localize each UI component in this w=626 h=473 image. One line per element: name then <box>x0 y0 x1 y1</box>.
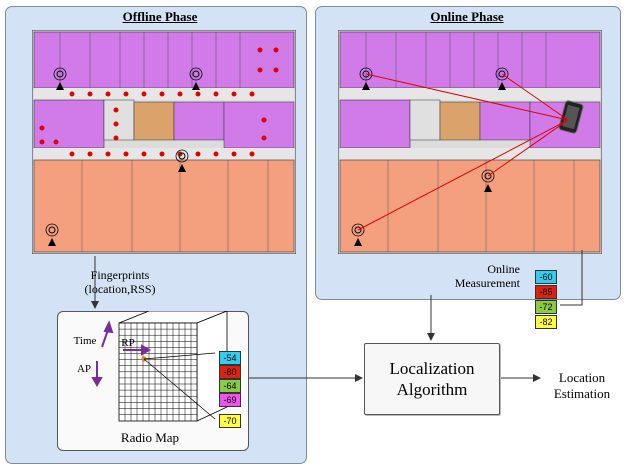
online-rss-cell: -82 <box>535 315 557 329</box>
offline-rss-cell: -70 <box>219 414 241 428</box>
online-measurement-label: Online Measurement <box>440 262 520 290</box>
online-rss-cell: -72 <box>535 300 557 314</box>
online-floorplan <box>338 30 602 254</box>
offline-rss-cell: -69 <box>219 393 241 407</box>
offline-rss-cell: -54 <box>219 351 241 365</box>
fingerprints-label-line2: (location,RSS) <box>84 282 156 296</box>
smartphone-icon <box>558 100 584 134</box>
offline-rss-cell: -64 <box>219 379 241 393</box>
online-measurement-line2: Measurement <box>454 276 520 290</box>
offline-phase-title: Offline Phase <box>122 9 198 24</box>
radio-map-grid <box>91 311 228 422</box>
location-estimation-label: Location Estimation <box>538 370 626 402</box>
algorithm-line1: Localization <box>389 359 475 378</box>
online-phase-title: Online Phase <box>430 9 504 24</box>
estimation-line2: Estimation <box>553 386 611 401</box>
radio-map-label: Radio Map <box>120 430 180 445</box>
axis-time-label: Time <box>73 335 97 347</box>
algorithm-line2: Algorithm <box>396 380 468 399</box>
localization-algorithm-box: Localization Algorithm <box>364 343 500 415</box>
offline-floorplan <box>32 30 296 254</box>
online-rss-cell: -85 <box>535 285 557 299</box>
axis-rp-label: RP <box>121 337 135 349</box>
estimation-line1: Location <box>558 370 606 385</box>
offline-rss-cell: -80 <box>219 365 241 379</box>
online-rss-cell: -60 <box>535 270 557 284</box>
fingerprints-label-line1: Fingerprints <box>90 268 150 282</box>
online-measurement-line1: Online <box>487 262 520 276</box>
fingerprints-label: Fingerprints (location,RSS) <box>70 268 170 296</box>
access-point-icon <box>45 67 203 246</box>
axis-ap-label: AP <box>76 363 92 375</box>
